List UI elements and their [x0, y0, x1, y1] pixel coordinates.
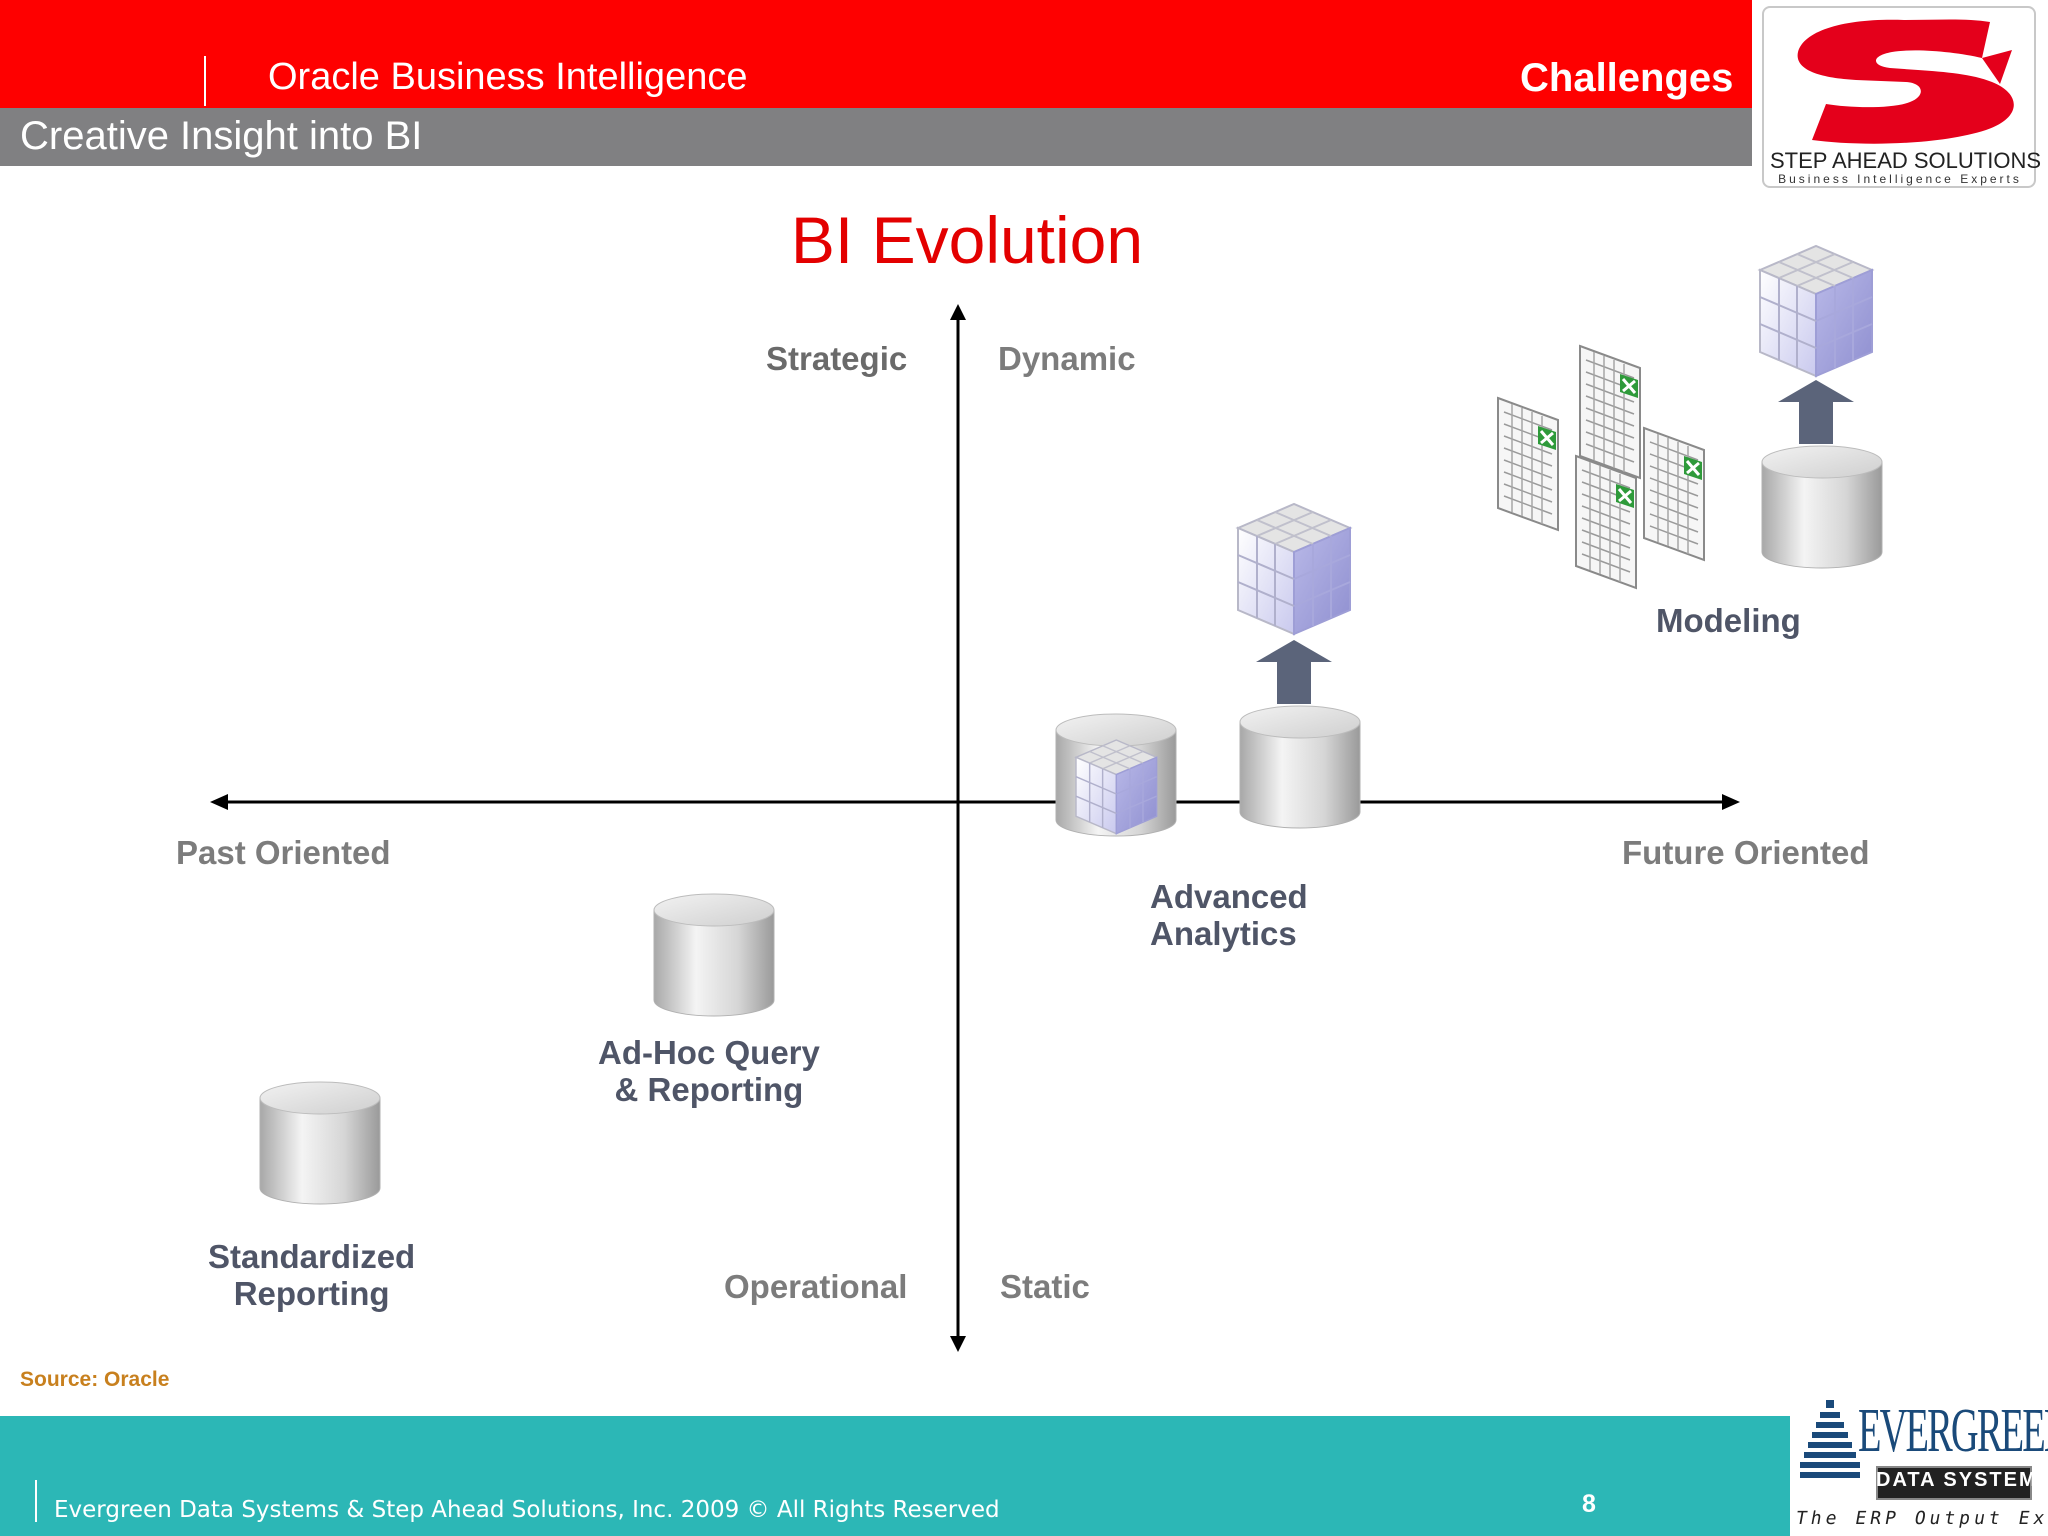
- app-title: Oracle Business Intelligence: [268, 56, 748, 98]
- copyright-text: Evergreen Data Systems & Step Ahead Solu…: [54, 1497, 1000, 1523]
- stage-label-advanced-analytics: Advanced Analytics: [1150, 878, 1308, 952]
- header-red-bar: [0, 0, 1752, 108]
- database-icon: [653, 893, 775, 1017]
- footer-divider: [35, 1480, 37, 1522]
- stage-label-line: Ad-Hoc Query: [598, 1034, 820, 1071]
- axis-label-past-oriented: Past Oriented: [176, 834, 391, 871]
- database-icon: [1239, 705, 1361, 829]
- company-name: EVERGREEN: [1858, 1397, 2048, 1465]
- arrow-up-icon: [1256, 640, 1332, 704]
- database-icon: [1761, 445, 1883, 569]
- section-title: Challenges: [1520, 56, 1734, 100]
- axis-label-strategic: Strategic: [766, 340, 908, 377]
- company-badge-text: DATA SYSTEMS: [1876, 1469, 2048, 1491]
- source-note: Source: Oracle: [20, 1368, 170, 1391]
- axis-label-future-oriented: Future Oriented: [1622, 834, 1870, 871]
- evolution-diagram: [210, 245, 1883, 1352]
- stage-label-line: & Reporting: [614, 1071, 804, 1108]
- spreadsheet-icon: [1642, 426, 1706, 562]
- header-divider: [204, 56, 206, 106]
- step-ahead-logo-icon: [1797, 19, 2014, 144]
- stage-label-standardized-reporting: Standardized Reporting: [208, 1238, 415, 1312]
- axis-label-dynamic: Dynamic: [998, 340, 1136, 377]
- logo-name: STEP AHEAD SOLUTIONS: [1770, 148, 2042, 173]
- evergreen-tree-icon: [1800, 1400, 1860, 1478]
- database-icon: [259, 1081, 381, 1205]
- app-subtitle: Creative Insight into BI: [20, 114, 423, 158]
- logo-tagline: Business Intelligence Experts: [1778, 172, 2022, 186]
- olap-cube-database-icon: [1055, 713, 1177, 837]
- stage-label-adhoc-query: Ad-Hoc Query & Reporting: [598, 1034, 820, 1108]
- stage-label-line: Advanced: [1150, 878, 1308, 915]
- slide-title: BI Evolution: [790, 203, 1144, 277]
- header-gray-bar: [0, 108, 1752, 166]
- stage-label-modeling: Modeling: [1656, 602, 1801, 639]
- spreadsheet-icon: [1574, 454, 1638, 590]
- spreadsheet-icon: [1496, 396, 1560, 532]
- arrow-up-icon: [1778, 380, 1854, 444]
- page-number: 8: [1582, 1490, 1596, 1518]
- spreadsheet-icon: [1578, 344, 1642, 480]
- stage-label-line: Analytics: [1150, 915, 1297, 952]
- company-tagline: The ERP Output Experts: [1794, 1508, 2048, 1529]
- olap-cube-icon: [1759, 245, 1873, 377]
- stage-label-line: Reporting: [233, 1275, 390, 1312]
- footer-bar: [0, 1416, 1790, 1536]
- olap-cube-icon: [1237, 503, 1351, 635]
- company-badge: [1876, 1466, 2032, 1500]
- axis-label-static: Static: [1000, 1268, 1090, 1305]
- axis-label-operational: Operational: [724, 1268, 908, 1305]
- stage-label-line: Standardized: [208, 1238, 416, 1275]
